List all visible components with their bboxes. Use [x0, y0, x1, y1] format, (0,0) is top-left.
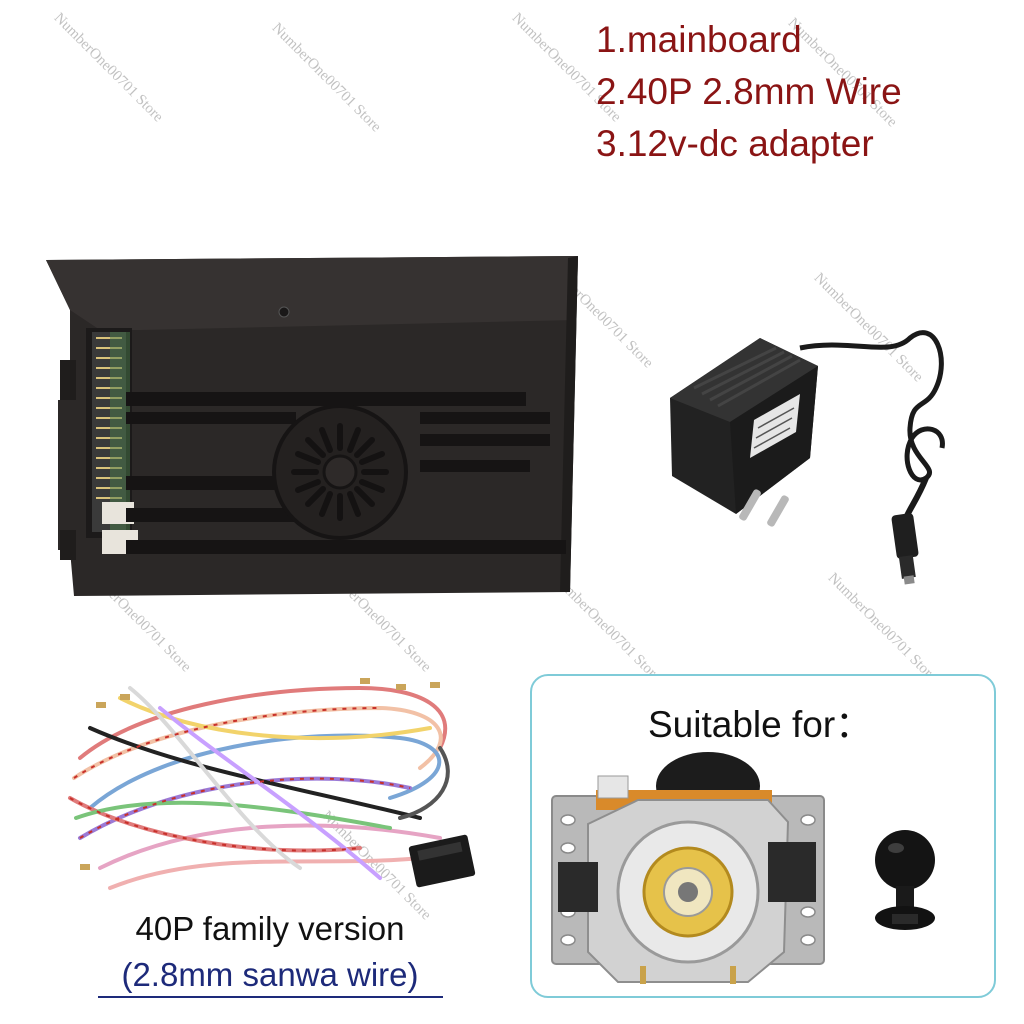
watermark: NumberOne00701 Store [50, 10, 166, 126]
contents-item-adapter: 3.12v-dc adapter [596, 123, 874, 164]
wire-caption-line2: (2.8mm sanwa wire) [121, 956, 419, 993]
contents-item-mainboard: 1.mainboard [596, 19, 802, 60]
package-contents-list: 1.mainboard 2.40P 2.8mm Wire 3.12v-dc ad… [596, 14, 902, 170]
watermark: NumberOne00701 Store [268, 20, 384, 136]
mainboard-photo [46, 256, 578, 596]
suitable-for-title: Suitable for： [648, 704, 873, 745]
power-adapter-photo [670, 330, 945, 585]
wire-caption-line1: 40P family version [135, 910, 405, 947]
caption-underline [98, 996, 443, 998]
joystick-photo [551, 752, 825, 984]
wire-harness-photo [68, 678, 476, 890]
contents-item-wire: 2.40P 2.8mm Wire [596, 71, 902, 112]
ball-top-photo [875, 830, 935, 930]
